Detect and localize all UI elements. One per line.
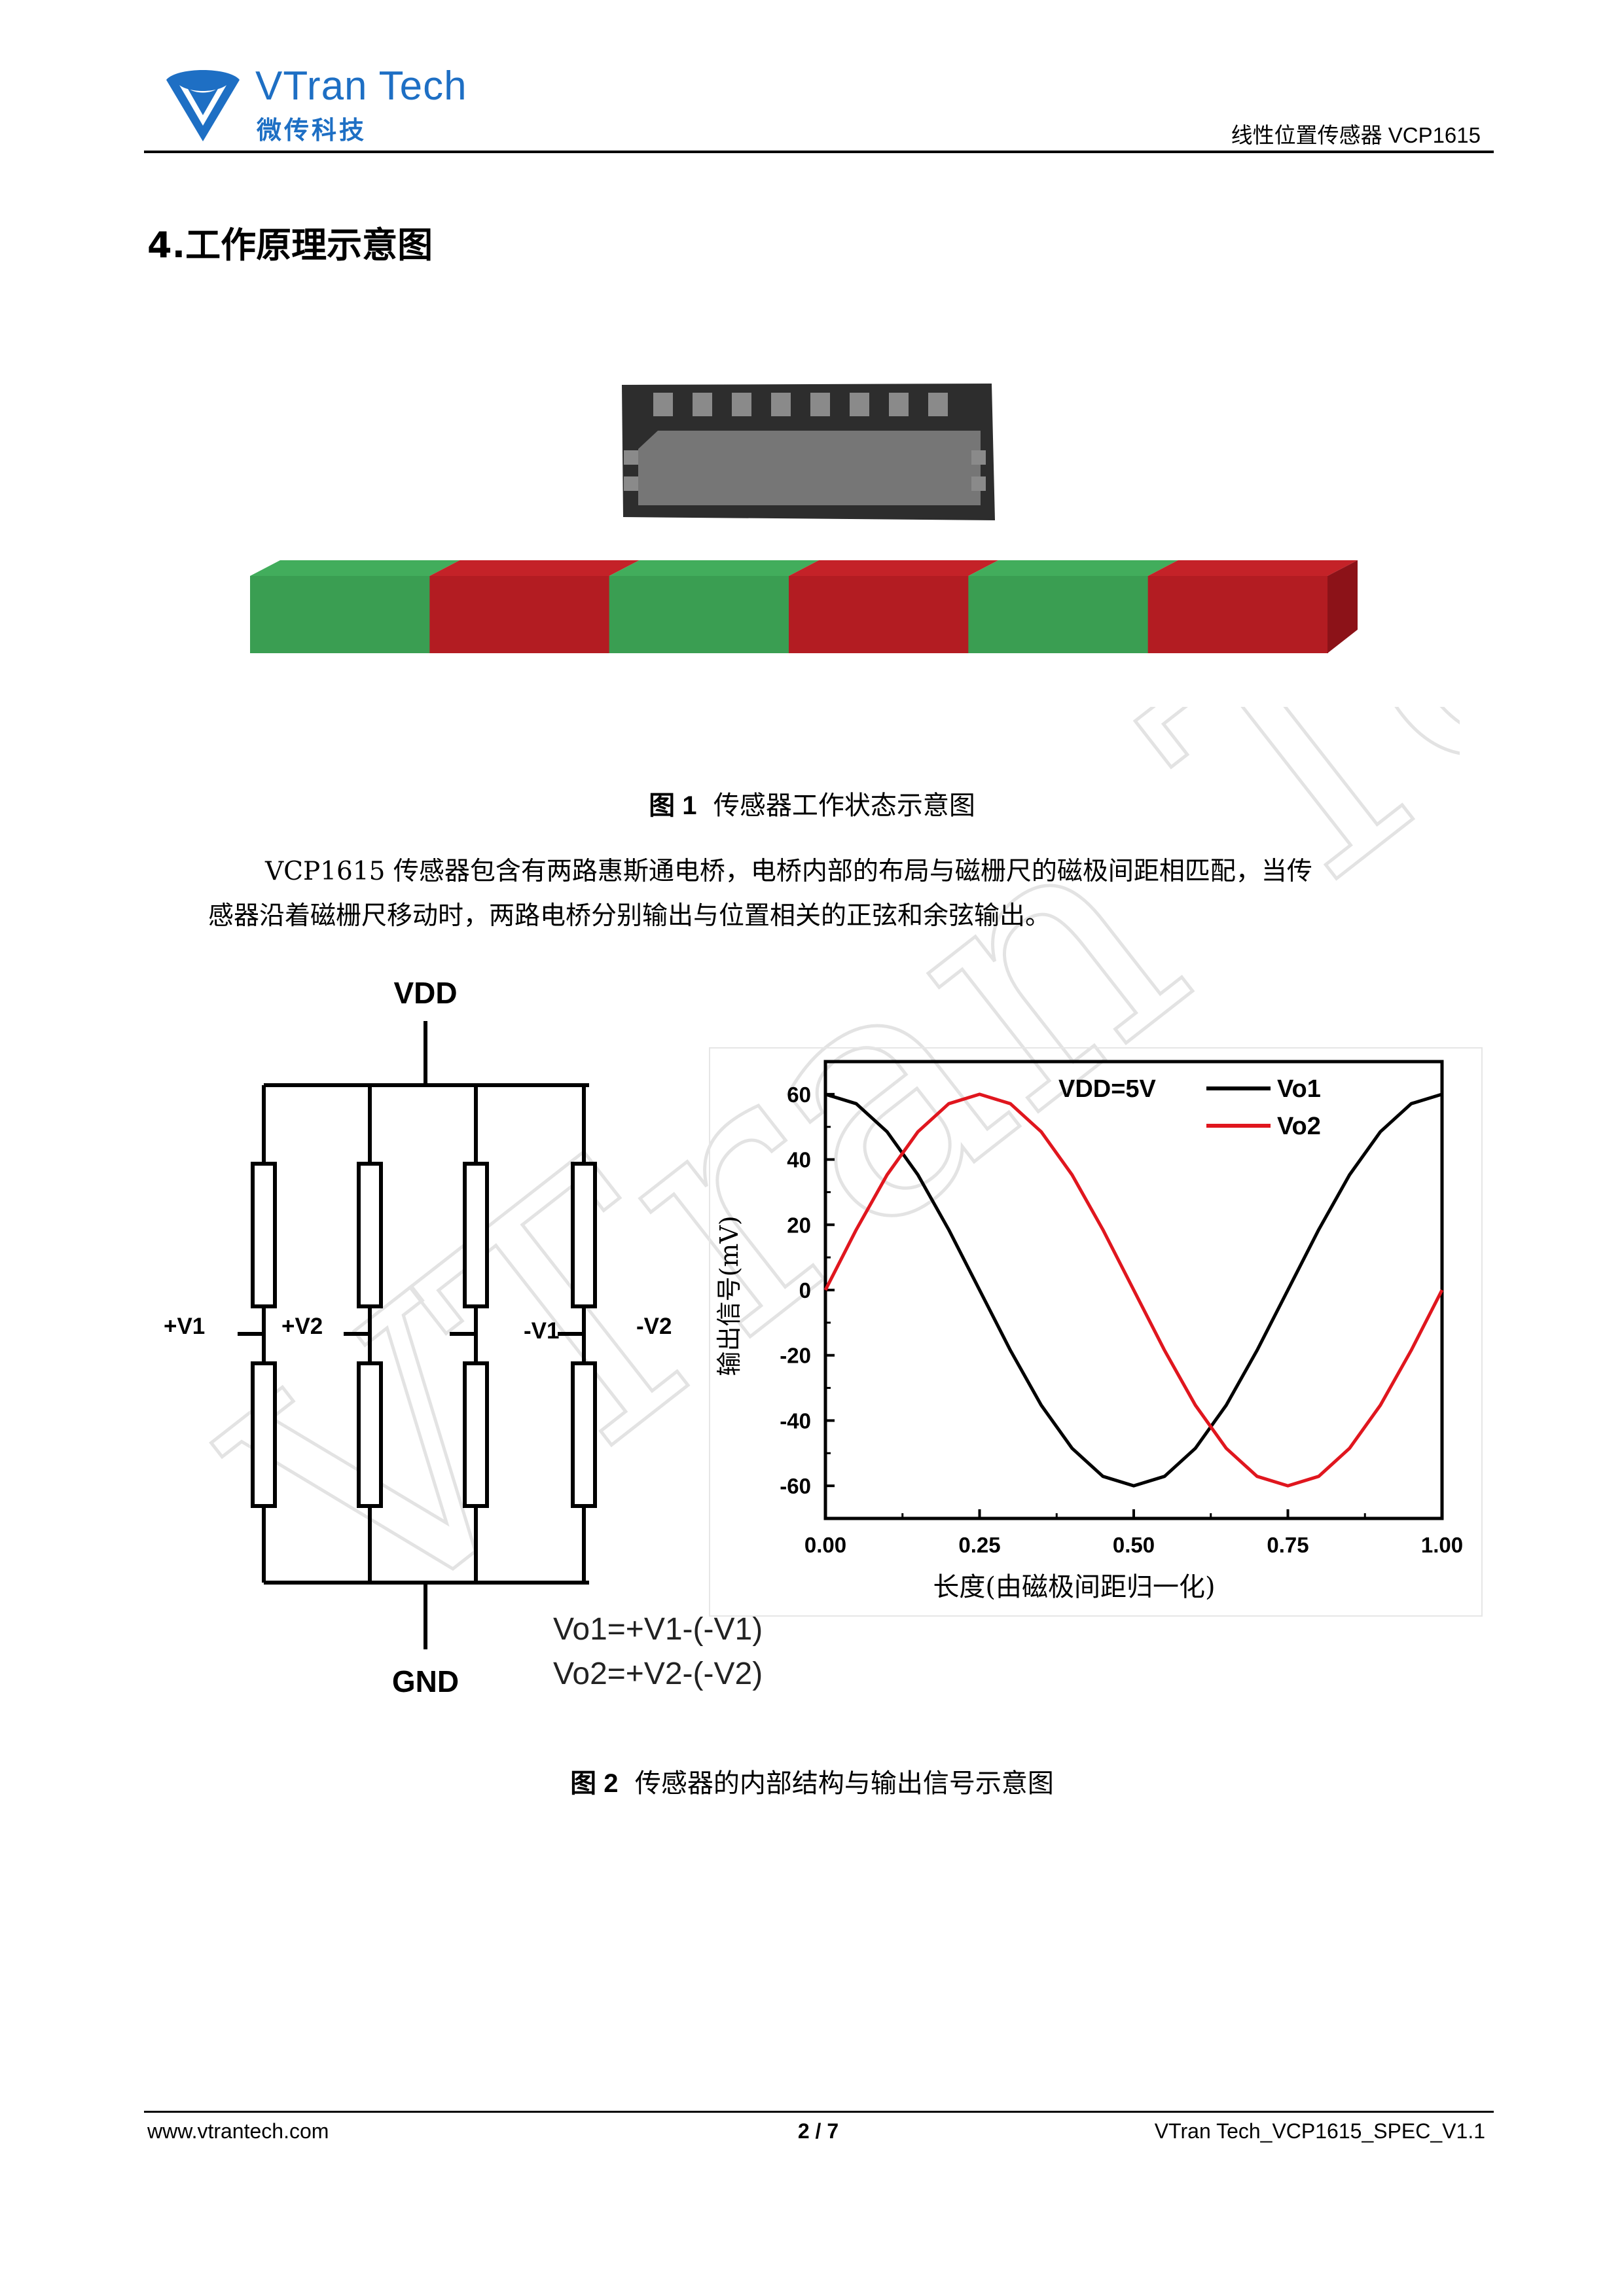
header: VTran Tech 微传科技 线性位置传感器 VCP1615 xyxy=(157,58,1494,156)
chip-pad xyxy=(771,393,791,416)
doc-title: 线性位置传感器 VCP1615 xyxy=(1231,123,1481,147)
scale-segment-green xyxy=(968,576,1149,653)
y-tick-label: 40 xyxy=(787,1148,811,1172)
figure-1-illustration xyxy=(250,384,1358,653)
figure-1-label: 图 1 xyxy=(649,791,697,820)
scale-segment-red xyxy=(789,576,969,653)
resistor xyxy=(251,1162,277,1308)
scale-segment-red xyxy=(429,576,610,653)
scale-segment-green xyxy=(609,576,789,653)
y-tick-label: -40 xyxy=(780,1408,811,1433)
x-tick-label: 0.50 xyxy=(1113,1533,1155,1557)
figure-2-caption-text: 传感器的内部结构与输出信号示意图 xyxy=(634,1768,1054,1799)
section-title: 4.工作原理示意图 xyxy=(147,224,433,266)
minus-v1-label: -V1 xyxy=(524,1318,559,1344)
x-tick-label: 0.75 xyxy=(1267,1533,1308,1557)
footer-page-number: 2 / 7 xyxy=(797,2119,839,2143)
plus-v2-label: +V2 xyxy=(281,1314,323,1339)
chart-tick-labels: 60 40 20 0 -20 -40 -60 0.00 0.25 0.50 0.75 1.00 xyxy=(780,1083,1463,1557)
figure-1-caption: 图 1 传感器工作状态示意图 xyxy=(0,784,1624,822)
y-tick-label: 20 xyxy=(787,1213,811,1237)
chart-frame xyxy=(709,1047,1483,1617)
body-paragraph-line-1: VCP1615 传感器包含有两路惠斯通电桥，电桥内部的布局与磁栅尺的磁极间距相匹… xyxy=(265,857,1312,886)
footer-url[interactable]: www.vtrantech.com xyxy=(147,2119,329,2143)
chip-pad-side xyxy=(624,476,638,491)
equation-vo1: Vo1=+V1-(-V1) xyxy=(553,1612,763,1647)
plus-v1-label: +V1 xyxy=(164,1314,205,1339)
scale-segment-top-green xyxy=(968,560,1178,576)
chart-series xyxy=(823,1092,1444,1488)
chip-pad xyxy=(850,393,869,416)
bridge-arm-1 xyxy=(238,1085,277,1583)
legend-label-vo2: Vo2 xyxy=(1277,1113,1321,1140)
chart-legend: Vo1 Vo2 xyxy=(1206,1075,1321,1140)
chip-pad xyxy=(653,393,673,416)
resistor xyxy=(571,1361,597,1508)
chart-y-axis-label: 输出信号(mV) xyxy=(715,1215,744,1376)
scale-segment-green xyxy=(250,576,431,653)
figure-1-caption-text: 传感器工作状态示意图 xyxy=(713,791,975,821)
gnd-label: GND xyxy=(392,1664,459,1698)
chip-pad xyxy=(693,393,712,416)
y-tick-label: -20 xyxy=(780,1344,811,1368)
footer-doc-id: VTran Tech_VCP1615_SPEC_V1.1 xyxy=(1154,2119,1485,2143)
y-tick-label: 60 xyxy=(787,1083,811,1107)
scale-segment-top-green xyxy=(250,560,460,576)
bridge-arm-3 xyxy=(450,1085,489,1583)
chip-pad-side xyxy=(971,450,986,465)
output-signal-chart: 60 40 20 0 -20 -40 -60 0.00 0.25 0.50 0.75 1.00 VDD… xyxy=(709,1047,1483,1617)
resistor xyxy=(357,1361,383,1508)
header-rule xyxy=(144,151,1494,153)
x-tick-label: 1.00 xyxy=(1421,1533,1463,1557)
scale-segment-red xyxy=(1147,576,1328,653)
x-tick-label: 0.25 xyxy=(958,1533,1000,1557)
logo-cn: 微传科技 xyxy=(257,116,367,145)
magnetic-scale xyxy=(250,560,1358,653)
figure-2-caption: 图 2 传感器的内部结构与输出信号示意图 xyxy=(0,1762,1624,1800)
y-tick-label: -60 xyxy=(780,1474,811,1498)
resistor xyxy=(463,1162,489,1308)
company-logo-icon xyxy=(166,70,240,141)
bridge-arm-4 xyxy=(558,1085,597,1583)
logo-name: VTran Tech xyxy=(255,63,467,109)
legend-label-vo1: Vo1 xyxy=(1277,1075,1321,1103)
resistor xyxy=(357,1162,383,1308)
vdd-label: VDD xyxy=(393,976,457,1010)
chip-pad xyxy=(810,393,830,416)
chip-pad xyxy=(928,393,948,416)
y-tick-label: 0 xyxy=(799,1278,811,1302)
chart-x-axis-label: 长度(由磁极间距归一化) xyxy=(933,1572,1215,1602)
bridge-arm-2 xyxy=(344,1085,383,1583)
chip-pads xyxy=(653,393,948,416)
minus-v2-label: -V2 xyxy=(636,1314,672,1339)
chip-pad xyxy=(732,393,751,416)
chip-die xyxy=(638,431,981,505)
figure-2-label: 图 2 xyxy=(570,1769,619,1798)
scale-segment-top-green xyxy=(609,560,819,576)
resistor xyxy=(571,1162,597,1308)
sensor-chip xyxy=(622,384,995,520)
wheatstone-bridge-circuit: VDD GND +V1 +V2 -V1 -V2 xyxy=(164,976,672,1698)
bridge-arms xyxy=(238,1085,597,1583)
chip-pad xyxy=(889,393,909,416)
resistor xyxy=(251,1361,277,1508)
footer-rule xyxy=(144,2111,1494,2113)
body-paragraph-line-2: 感器沿着磁栅尺移动时，两路电桥分别输出与位置相关的正弦和余弦输出。 xyxy=(208,901,1051,931)
resistor xyxy=(463,1361,489,1508)
scale-segment-top-red xyxy=(1147,560,1358,576)
scale-segment-top-red xyxy=(429,560,640,576)
scale-end-face xyxy=(1327,560,1358,653)
chip-pad-side xyxy=(971,476,986,491)
equation-vo2: Vo2=+V2-(-V2) xyxy=(553,1657,763,1691)
chart-annotation-vdd: VDD=5V xyxy=(1058,1075,1157,1103)
x-tick-label: 0.00 xyxy=(804,1533,846,1557)
chip-pad-side xyxy=(624,450,638,465)
scale-segment-top-red xyxy=(789,560,999,576)
